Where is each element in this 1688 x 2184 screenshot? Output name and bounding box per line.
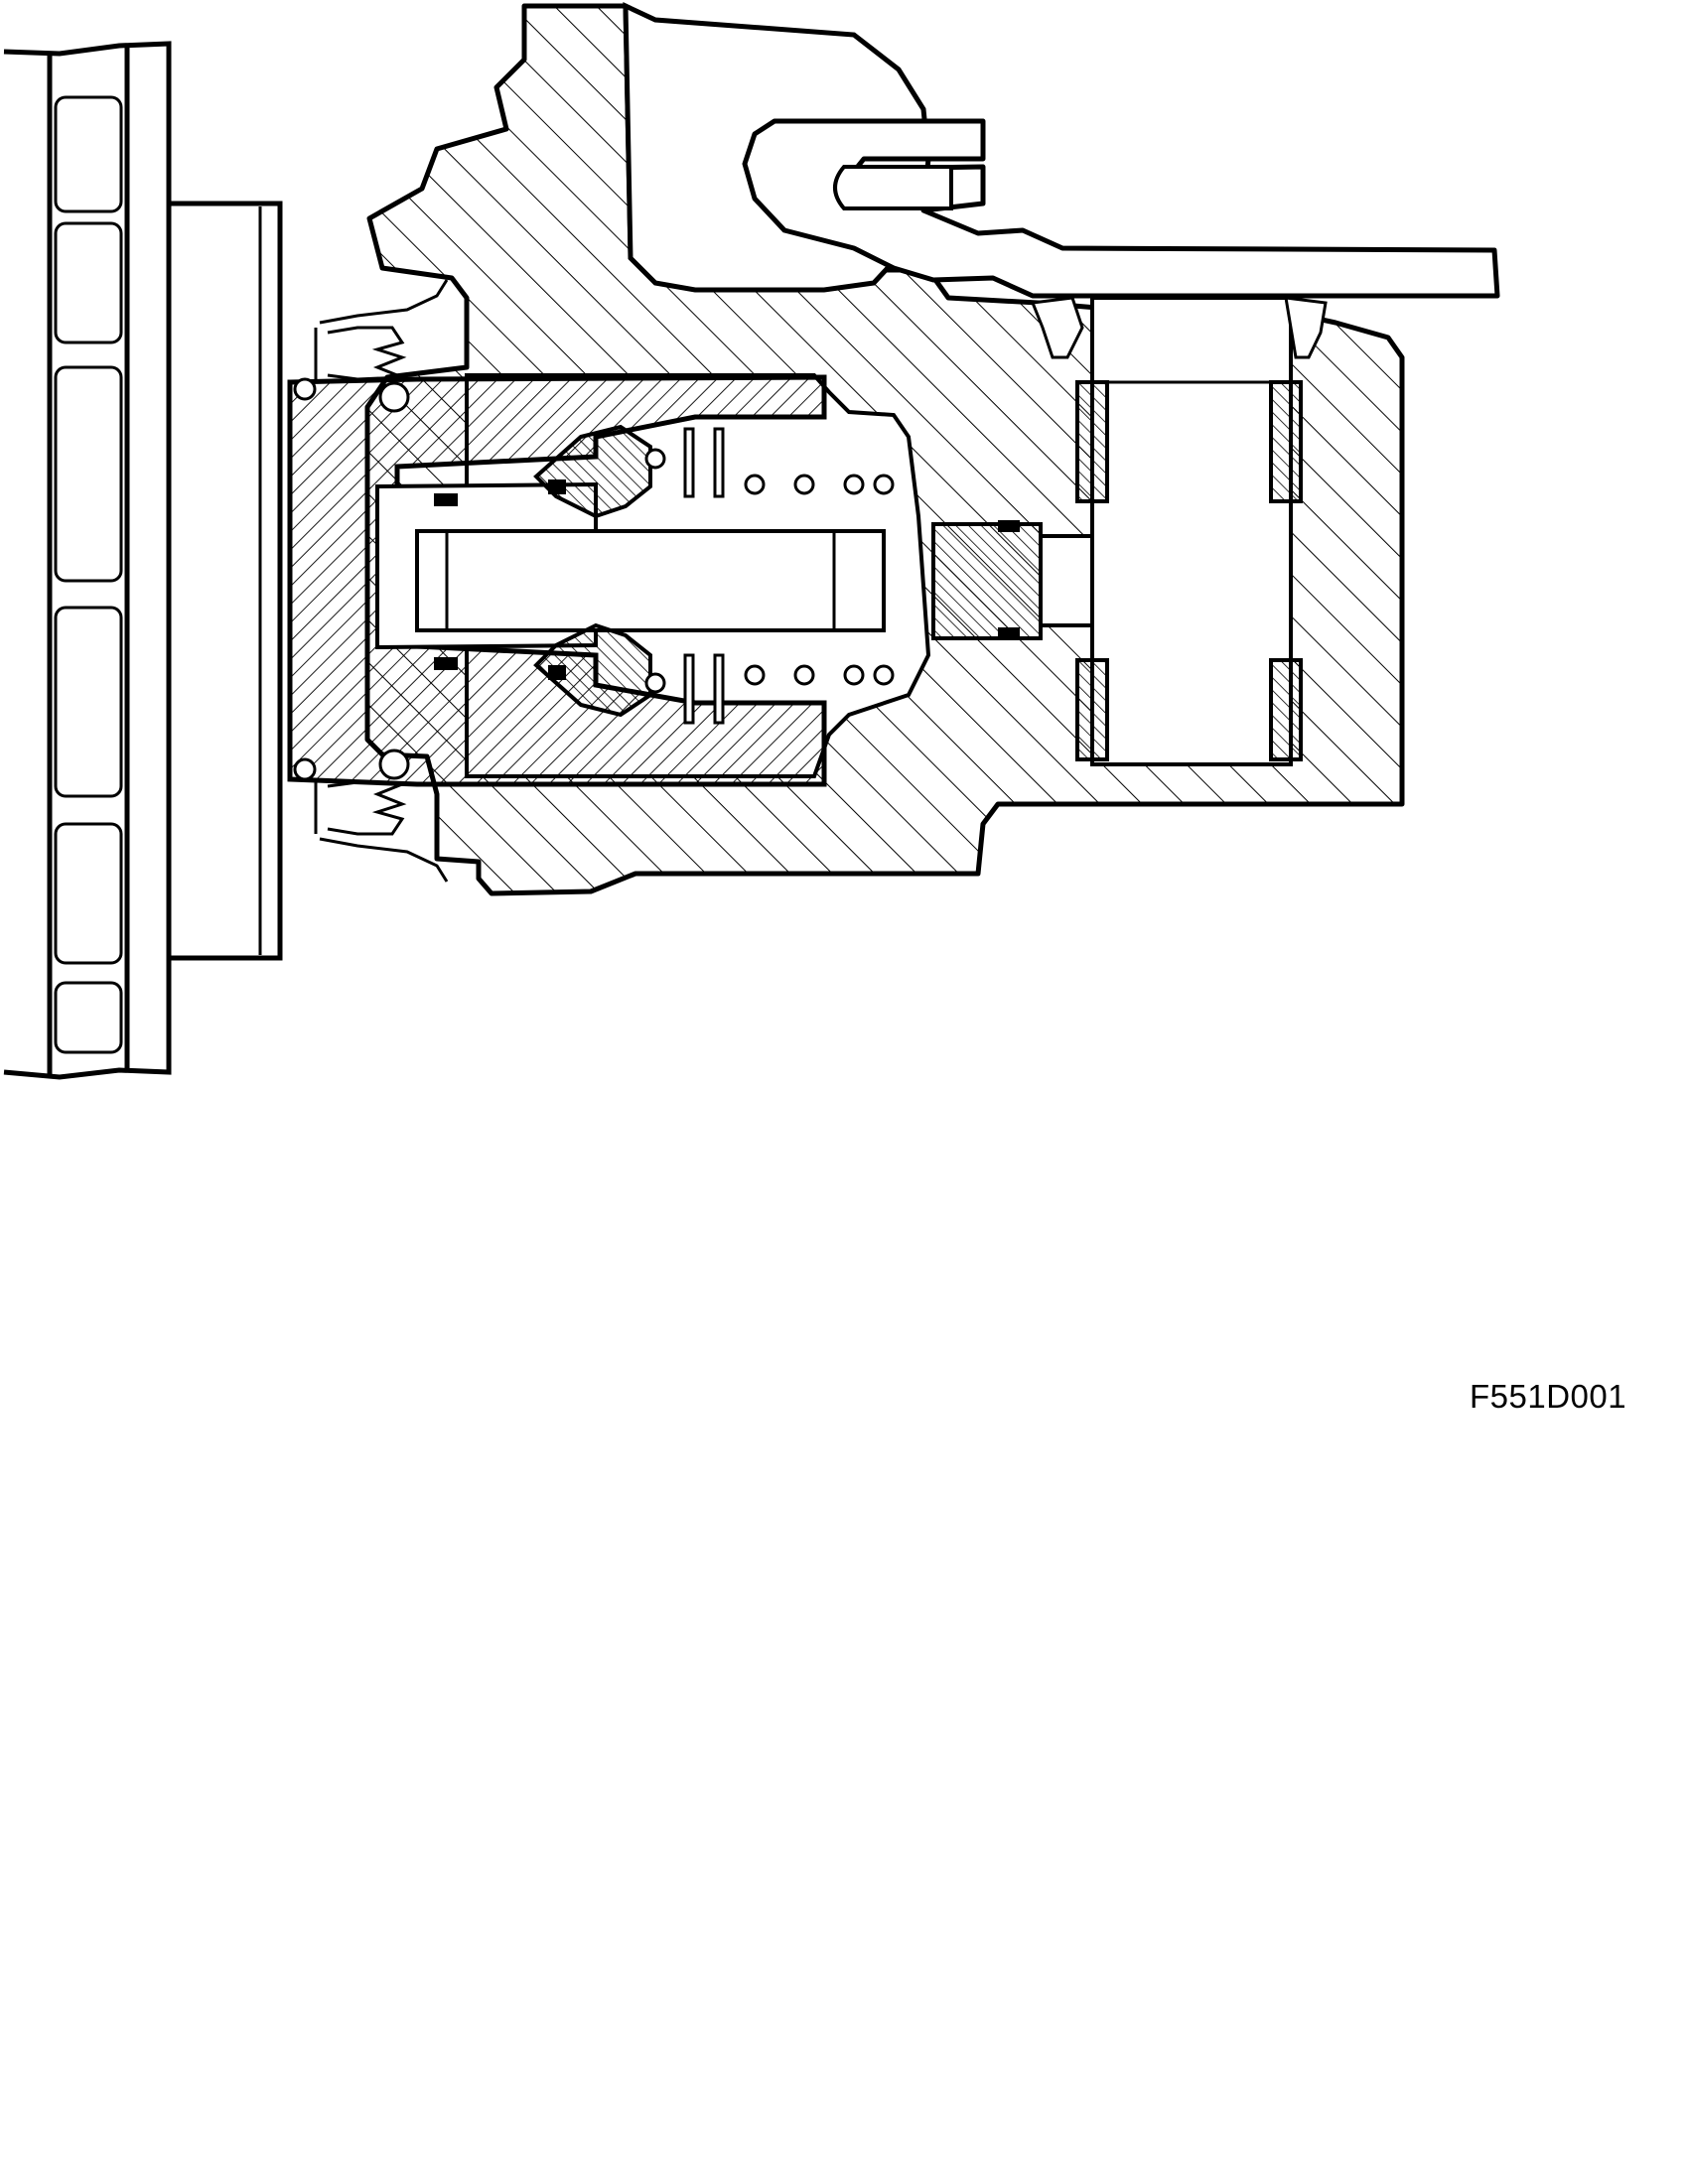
disc-vent-slots — [54, 95, 123, 1054]
guide-sleeve — [1075, 296, 1303, 766]
return-spring-upper — [644, 427, 895, 498]
o-ring-seals — [434, 479, 1020, 680]
bellows-balls — [293, 377, 410, 781]
dust-boot-upper — [314, 279, 449, 382]
brake-pad-backing-plate — [166, 201, 283, 961]
figure-code-label: F551D001 — [1470, 1378, 1627, 1415]
guide-seals — [1030, 296, 1328, 359]
return-spring-lower — [644, 653, 895, 725]
thrust-piece — [931, 522, 1043, 640]
actuator-lever — [742, 118, 1500, 299]
brake-disc — [3, 41, 172, 1080]
adjuster-nut-lower — [533, 622, 652, 718]
dust-boot-lower — [314, 779, 449, 883]
adjuster-spindle — [415, 529, 886, 632]
